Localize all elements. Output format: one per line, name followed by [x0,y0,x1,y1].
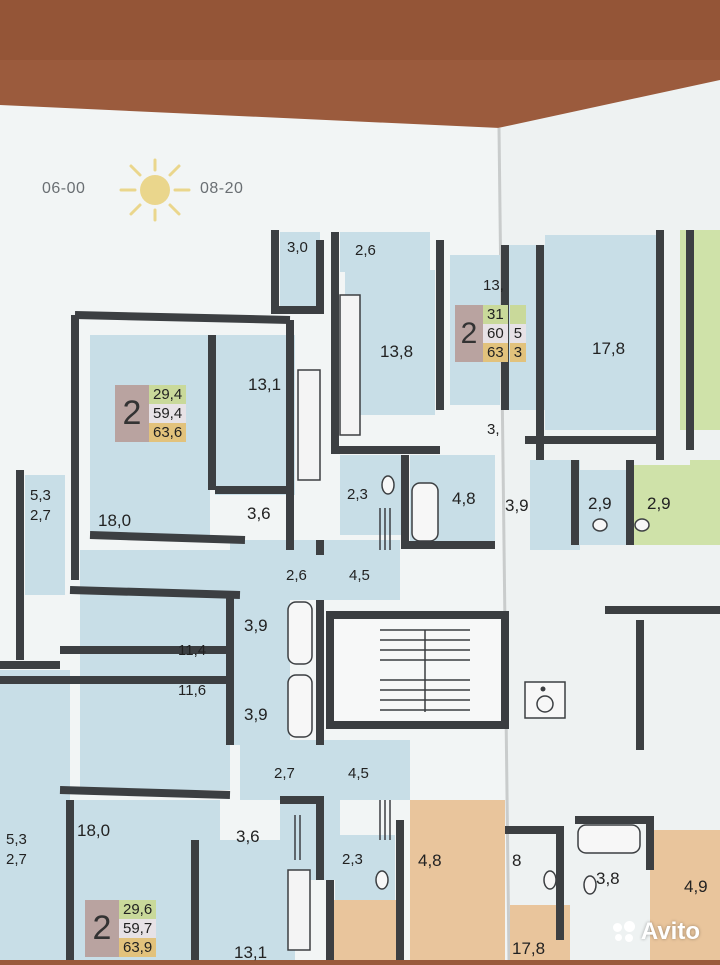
rooms-blue [0,232,660,960]
room-area-label: 18,0 [98,511,132,530]
room-area-label: 4,5 [348,765,369,782]
room-area-label: 3,9 [244,616,268,635]
room-area-label: 2,7 [6,851,27,868]
room-area-label: 2,7 [274,765,295,782]
sun-end-time: 08-20 [200,180,244,197]
room-area-label: 2,6 [355,242,376,259]
walls [0,230,720,960]
room-area-label: 2,3 [347,486,368,503]
room-area-label: 11,4 [178,642,207,659]
room-area-label: 4,9 [684,877,708,896]
room-area-label: 3,9 [505,496,529,515]
room-area-label: 4,5 [349,567,370,584]
sun-start-time: 06-00 [42,180,86,197]
total-area: 59,7 [119,919,157,938]
avito-text: Avito [640,918,700,945]
room-count: 2 [115,385,149,442]
living-area: 31 [483,305,508,324]
book-spine [497,127,511,961]
room-area-label: 4,8 [418,851,442,870]
full-area: 63,9 [119,938,157,957]
apartment-badge: 2 29,6 59,7 63,9 [85,900,157,957]
sun-icon [119,158,191,222]
room-area-label: 3,9 [244,705,268,724]
stairwell [326,611,509,729]
toilets [375,475,650,895]
room-area-label: 4,8 [452,489,476,508]
room-area-label: 2,6 [286,567,307,584]
room-area-label: 2,9 [588,494,612,513]
room-area-label: 5,3 [30,487,51,504]
closet-hatch [294,508,391,860]
kitchen-counter [287,294,361,951]
avito-logo-icon [612,921,635,943]
avito-watermark: Avito [612,918,700,946]
room-count: 2 [455,305,483,362]
room-area-label: 18,0 [77,821,111,840]
apartment-badge: 2 31 60 63 5 3 [455,305,527,362]
room-area-label: 13,1 [234,943,268,962]
room-area-label: 13,1 [248,375,282,394]
apartment-badge: 2 29,4 59,4 63,6 [115,385,187,442]
room-area-label: 13, [483,277,504,294]
room-area-label: 8 [512,851,522,870]
room-area-label: 17,8 [592,339,626,358]
room-area-label: 11,6 [178,682,207,699]
room-area-label: 5,3 [6,831,27,848]
full-area: 63 [483,343,508,362]
room-area-label: 13,8 [380,342,414,361]
room-area-label: 17,8 [512,939,546,958]
total-area: 59,4 [149,404,187,423]
table-grain [0,0,720,60]
bathtubs [287,482,641,854]
room-area-label: 2,7 [30,507,51,524]
partial-area: 5 [509,324,527,343]
living-area: 29,6 [119,900,157,919]
room-area-label: 3,8 [596,869,620,888]
partial-area: 3 [509,343,527,362]
room-area-label: 2,3 [342,851,363,868]
living-area: 29,4 [149,385,187,404]
room-count: 2 [85,900,119,957]
total-area: 60 [483,324,508,343]
room-area-label: 2,9 [647,494,671,513]
room-area-label: 3,6 [247,504,271,523]
room-area-label: 3,0 [287,239,308,256]
full-area: 63,6 [149,423,187,442]
room-area-label: 3,6 [236,827,260,846]
room-area-label: 3, [487,421,500,438]
wheelchair-icon [524,681,566,719]
